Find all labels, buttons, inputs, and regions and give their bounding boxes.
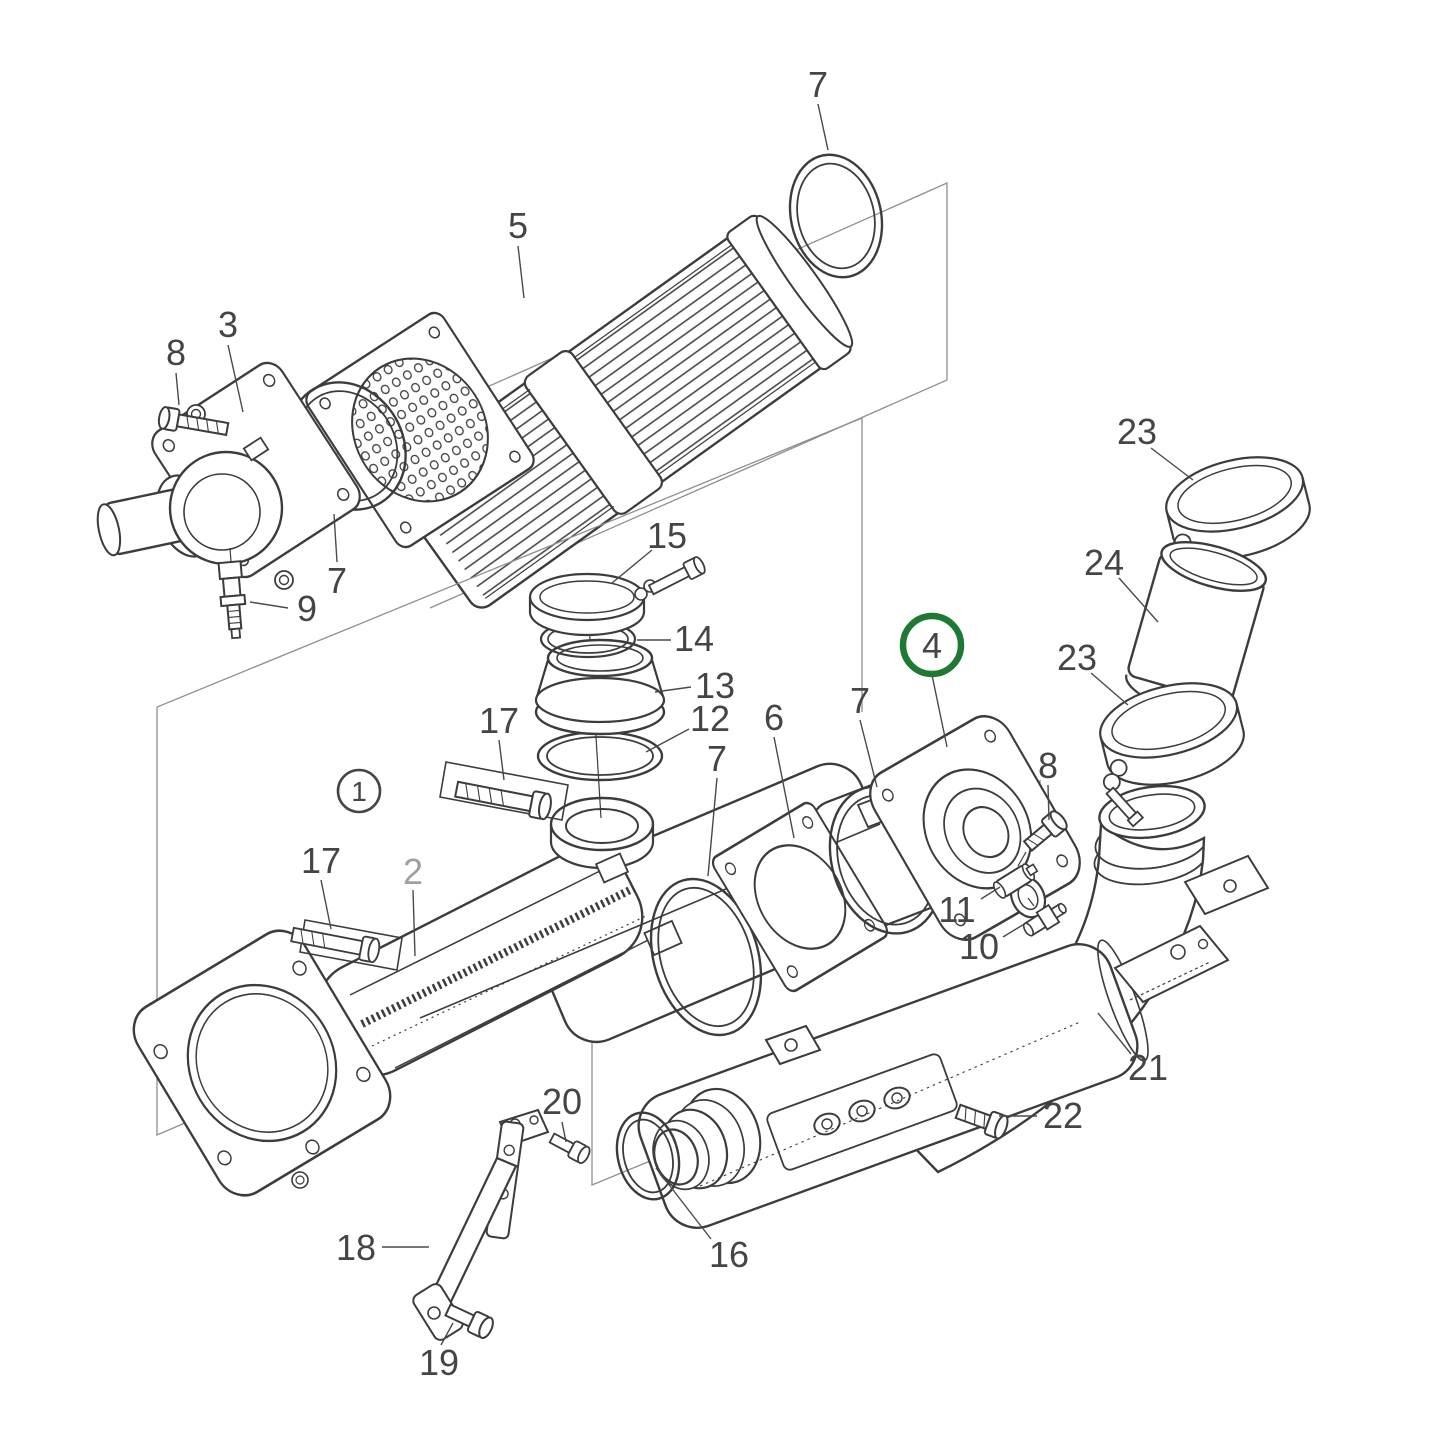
callout-11: 11 [938, 889, 975, 930]
callout-3: 3 [218, 304, 238, 345]
pointer-11 [980, 886, 1001, 900]
callout-15: 15 [647, 515, 687, 556]
pointer-23-lower [1090, 672, 1129, 706]
callout-4-highlighted[interactable]: 4 [922, 625, 942, 666]
pointer-17-upper [498, 739, 505, 781]
part-22-bolt [954, 1103, 1009, 1140]
callout-6: 6 [764, 697, 784, 738]
pointer-lines [175, 103, 1194, 1346]
pointer-2 [412, 889, 416, 957]
callout-7-top: 7 [808, 64, 828, 105]
callout-13: 13 [695, 665, 735, 706]
pointer-16 [655, 1167, 712, 1240]
callout-23-lower: 23 [1057, 637, 1097, 678]
callout-20: 20 [542, 1081, 582, 1122]
part-7-oring-mid [649, 877, 763, 1037]
pointer-13 [654, 686, 692, 693]
callout-1-circled[interactable]: 1 [351, 776, 367, 807]
axis-line-11 [1017, 851, 1027, 867]
pointer-8-right [1047, 784, 1050, 821]
housing-top-port [549, 796, 655, 870]
pointer-17-lower [320, 879, 332, 930]
bolt-bosses [813, 1086, 911, 1136]
callout-8-left: 8 [166, 332, 186, 373]
part-20-bolt [548, 1132, 591, 1165]
callout-2: 2 [403, 851, 423, 892]
part-23-clamp-lower [1099, 682, 1245, 828]
pointer-20 [561, 1121, 567, 1143]
part-17-bolt-upper [439, 761, 569, 821]
callout-14: 14 [674, 618, 714, 659]
callout-9: 9 [297, 588, 317, 629]
callout-7-mid: 7 [707, 738, 727, 779]
pointer-7-right [859, 719, 878, 788]
callout-19: 19 [419, 1342, 459, 1383]
pointer-6 [773, 736, 795, 839]
part-16-oring [615, 1111, 681, 1201]
pointer-7-left [333, 513, 338, 563]
part-5-perforated-end-plate [305, 311, 535, 549]
part-2-lower-pipe-assembly [637, 854, 1270, 1229]
callout-23-upper: 23 [1117, 411, 1157, 452]
callout-5: 5 [508, 205, 528, 246]
callout-17-upper: 17 [479, 700, 519, 741]
part-6-gasket [711, 801, 889, 993]
callout-8-right: 8 [1038, 745, 1058, 786]
part-10-sensor [1022, 902, 1067, 937]
callout-17-lower: 17 [301, 840, 341, 881]
pointer-19 [440, 1322, 454, 1346]
part-13-rubber-sleeve [534, 638, 666, 736]
pointer-8-left [175, 372, 180, 406]
pointer-7-top [817, 103, 829, 151]
pointer-12 [645, 728, 690, 753]
pointer-4 [931, 674, 948, 748]
part-5-heat-exchanger-core [389, 214, 854, 609]
part-7-oring-top [788, 153, 884, 279]
callout-18: 18 [336, 1227, 376, 1268]
pointer-3 [227, 344, 244, 413]
part-9-plug [217, 547, 247, 640]
callout-12: 12 [690, 698, 730, 739]
part-15-hose-clamp [528, 556, 706, 637]
pointer-9 [249, 601, 289, 609]
part-3-end-cover [96, 361, 361, 590]
callout-24: 24 [1084, 542, 1124, 583]
pointer-21 [1097, 1012, 1132, 1055]
callout-labels: 5 7 3 8 7 9 15 14 13 12 6 7 7 4 8 11 10 … [166, 64, 1168, 1383]
part-8-bolt-left [157, 406, 230, 437]
assembly-1-circle[interactable] [336, 768, 382, 814]
pointer-5 [517, 245, 525, 299]
part-17-bolt-lower [290, 919, 403, 971]
pointer-24 [1118, 577, 1159, 623]
highlight-circle-part-4[interactable] [899, 612, 965, 678]
part-19-bolt [444, 1303, 494, 1339]
part-18-support-bracket [412, 1108, 550, 1341]
pointer-23-upper [1150, 447, 1194, 481]
part-8-bolt-right [1022, 810, 1068, 853]
part-11-nipple [992, 863, 1039, 899]
callout-21: 21 [1128, 1047, 1168, 1088]
callout-7-right: 7 [850, 680, 870, 721]
axis-line-10 [1027, 897, 1035, 907]
pointer-15 [611, 549, 653, 584]
callout-22: 22 [1043, 1095, 1083, 1136]
callout-7-left: 7 [327, 560, 347, 601]
callout-16: 16 [709, 1234, 749, 1275]
callout-10: 10 [959, 926, 999, 967]
pointer-10 [1002, 922, 1027, 938]
pointer-7-mid [707, 777, 718, 877]
